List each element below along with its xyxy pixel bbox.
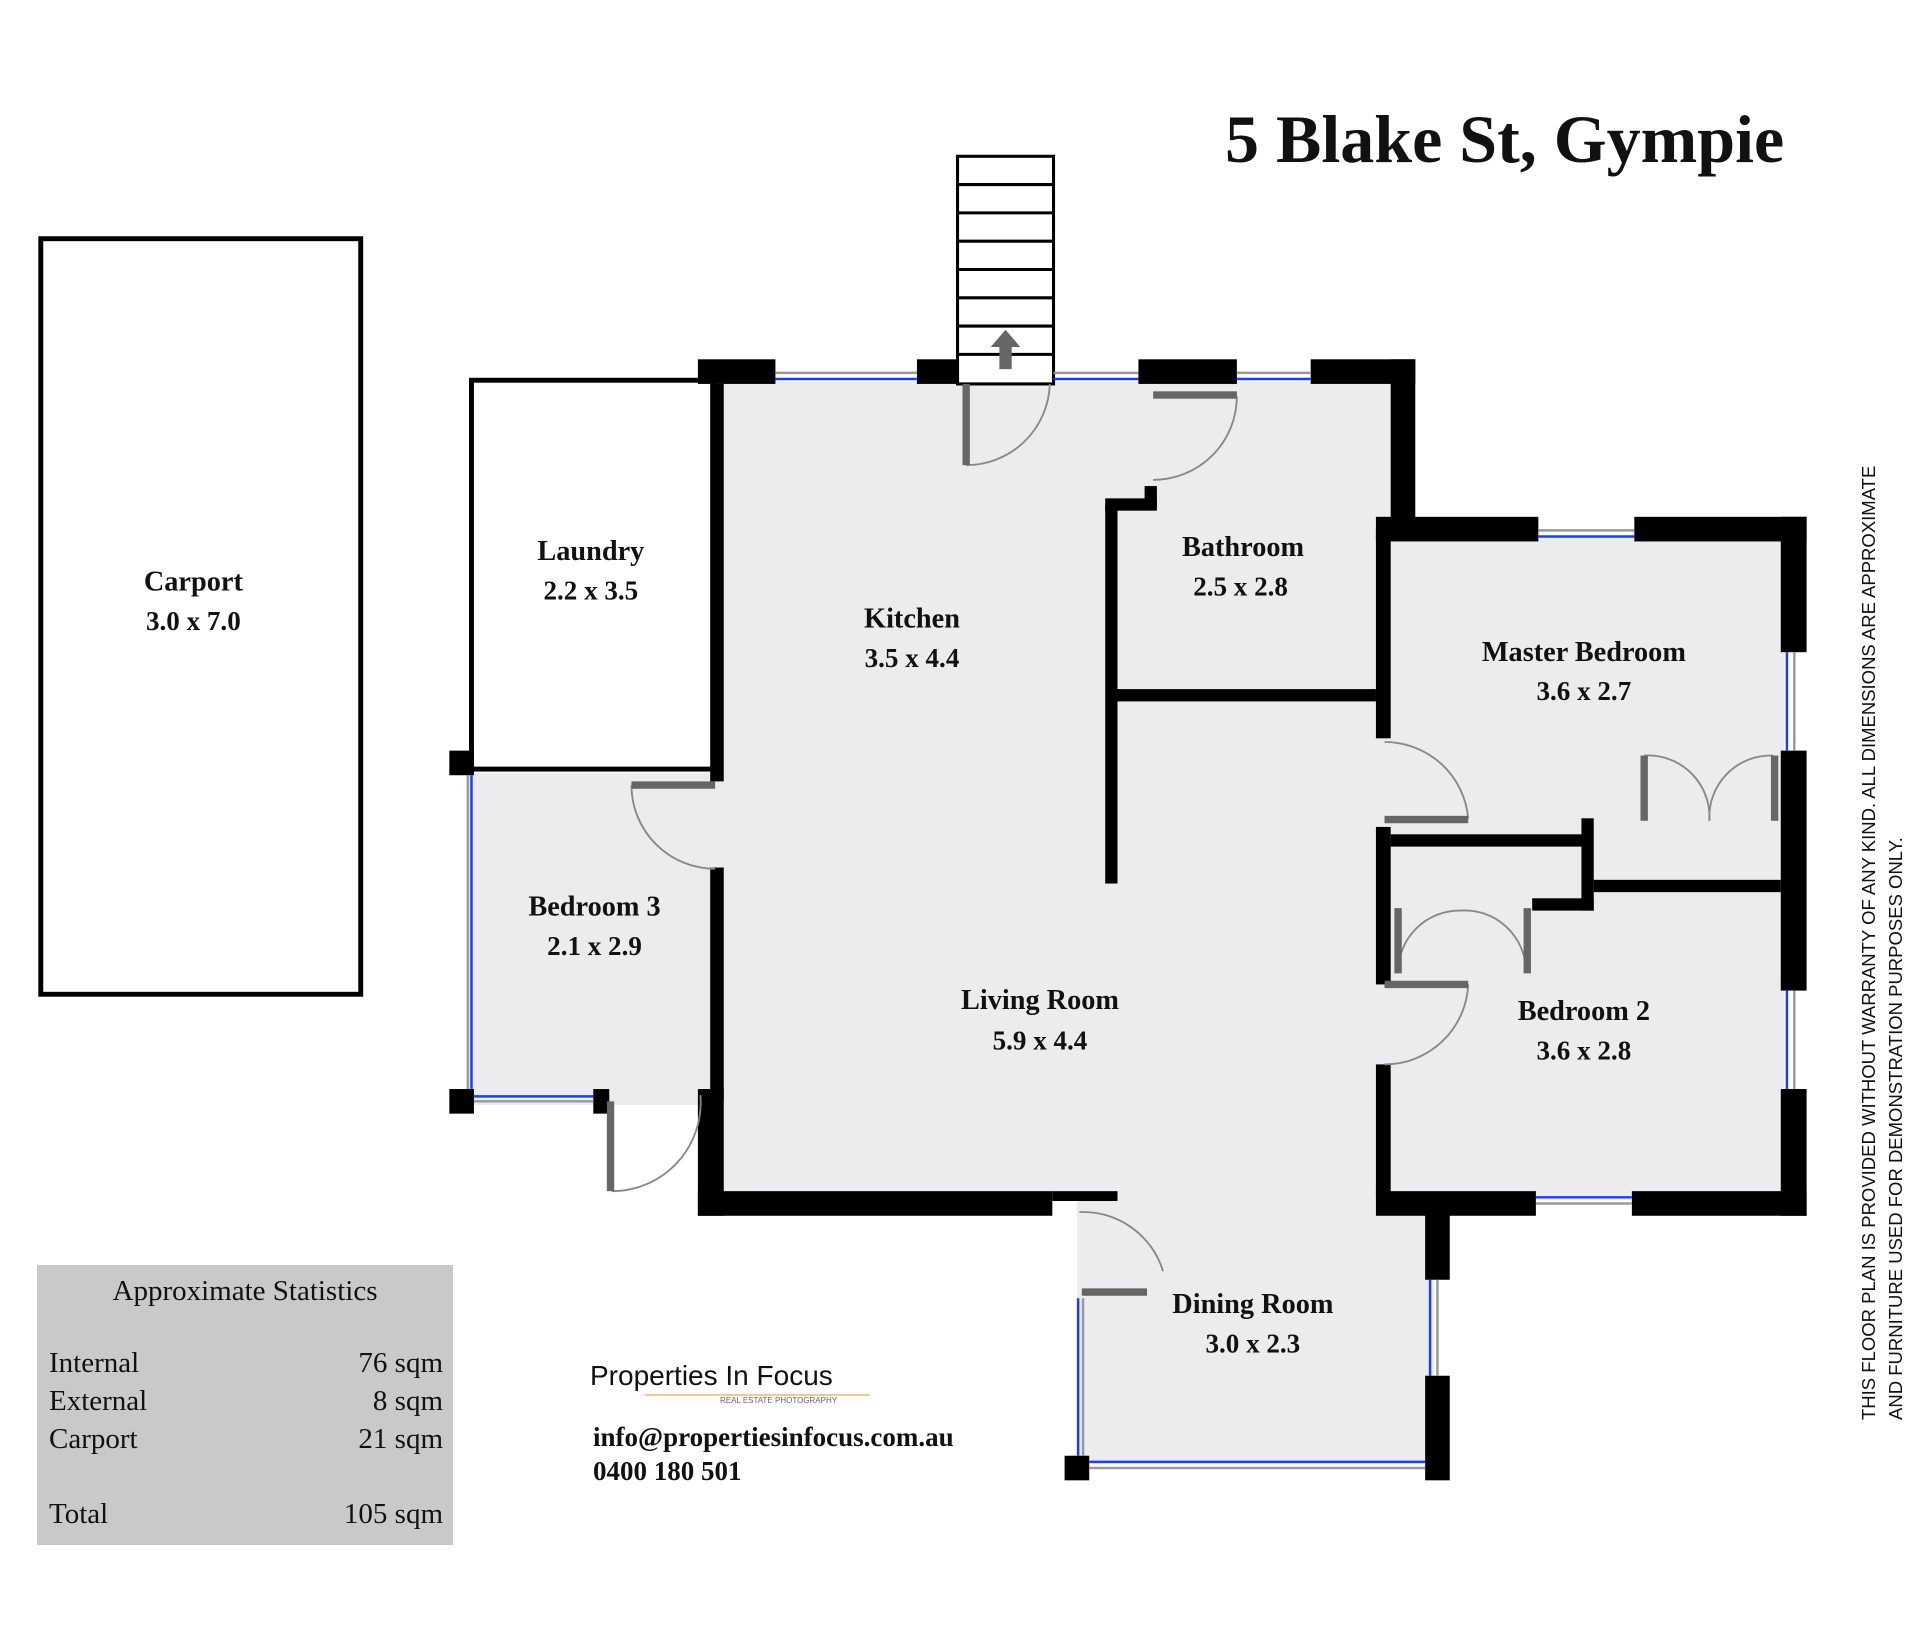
room-dims: 2.5 x 2.8 — [1193, 572, 1288, 602]
stat-label: Total — [49, 1498, 109, 1530]
room-name: Kitchen — [864, 604, 960, 635]
disclaimer-line: AND FURNITURE USED FOR DEMONSTRATION PUR… — [1885, 837, 1906, 1420]
room-name: Bedroom 3 — [528, 892, 660, 923]
room-name: Bedroom 2 — [1518, 996, 1650, 1027]
contact-phone: 0400 180 501 — [593, 1456, 742, 1486]
contact-info: info@propertiesinfocus.com.au 0400 180 5… — [593, 1420, 954, 1488]
carport-outline — [38, 236, 364, 997]
statistics-heading: Approximate Statistics — [112, 1275, 378, 1307]
room-dims: 3.6 x 2.8 — [1537, 1035, 1632, 1065]
stat-value: 8 sqm — [372, 1385, 443, 1417]
floor-bathroom — [1113, 381, 1397, 696]
stat-label: External — [49, 1385, 148, 1417]
contact-email: info@propertiesinfocus.com.au — [593, 1422, 954, 1452]
floor-dining — [1076, 1193, 1434, 1465]
door-leaves — [606, 383, 1779, 1296]
stat-value: 76 sqm — [358, 1347, 443, 1379]
room-name: Bathroom — [1182, 532, 1305, 563]
floor-bedroom3 — [467, 772, 721, 1106]
room-dims: 3.0 x 7.0 — [146, 606, 241, 636]
stat-label: Internal — [49, 1347, 140, 1379]
stat-row-total: Total 105 sqm — [49, 1498, 443, 1531]
stat-value: 21 sqm — [358, 1423, 443, 1455]
brand-name: Properties In Focus — [590, 1360, 833, 1391]
room-dims: 3.6 x 2.7 — [1537, 676, 1632, 706]
disclaimer-line: THIS FLOOR PLAN IS PROVIDED WITHOUT WARR… — [1858, 465, 1879, 1420]
room-dims: 3.0 x 2.3 — [1206, 1328, 1301, 1358]
room-dims: 2.2 x 3.5 — [543, 575, 638, 605]
brand-logo: Properties In Focus REAL ESTATE PHOTOGRA… — [590, 1360, 870, 1405]
doors — [611, 383, 1774, 1272]
room-name: Master Bedroom — [1482, 637, 1686, 668]
windows — [466, 371, 1796, 1470]
stat-label: Carport — [49, 1423, 138, 1455]
walls — [449, 359, 1807, 1481]
brand-tagline: REAL ESTATE PHOTOGRAPHY — [720, 1396, 838, 1405]
floor-bedroom2 — [1384, 892, 1785, 1200]
stat-value: 105 sqm — [343, 1498, 443, 1530]
room-name: Laundry — [537, 536, 644, 567]
room-dims: 5.9 x 4.4 — [993, 1026, 1088, 1056]
stair-arrow-icon — [990, 329, 1021, 370]
statistics-panel: Approximate Statistics Internal 76 sqm Ex… — [37, 1265, 453, 1545]
stat-row: External 8 sqm — [49, 1385, 443, 1418]
disclaimer: THIS FLOOR PLAN IS PROVIDED WITHOUT WARR… — [1855, 300, 1909, 1420]
room-dims: 2.1 x 2.9 — [547, 931, 642, 961]
stat-row: Internal 76 sqm — [49, 1347, 443, 1380]
brand-underline — [645, 1394, 870, 1396]
room-name: Carport — [144, 567, 244, 598]
room-name: Dining Room — [1172, 1289, 1334, 1320]
room-name: Living Room — [961, 985, 1119, 1016]
floors — [467, 381, 1785, 1465]
stat-row: Carport 21 sqm — [49, 1423, 443, 1456]
page-title: 5 Blake St, Gympie — [1225, 101, 1785, 177]
room-labels: Carport 3.0 x 7.0 Laundry 2.2 x 3.5 Kitc… — [144, 532, 1686, 1358]
room-dims: 3.5 x 4.4 — [865, 643, 960, 673]
